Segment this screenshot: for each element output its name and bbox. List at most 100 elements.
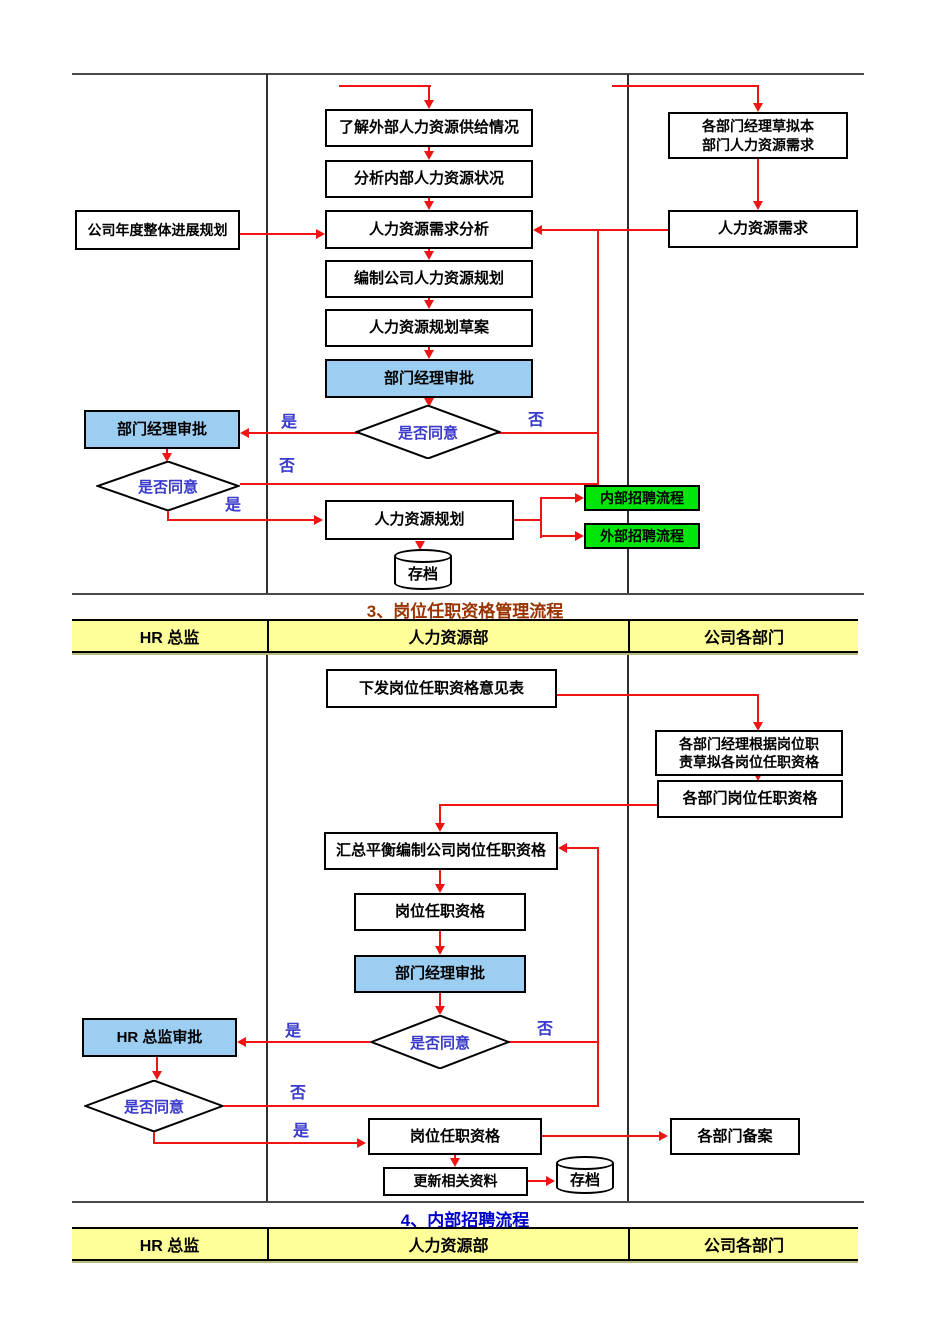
branch-label-no: 否 (279, 458, 296, 475)
arrowhead (314, 515, 323, 525)
connector (428, 198, 430, 202)
connector (153, 1132, 155, 1144)
node-update-docs: 更新相关资料 (383, 1167, 528, 1196)
connector (757, 85, 759, 104)
decision-agree-3: 是否同意 (370, 1015, 510, 1069)
node-draft-dept-demand: 各部门经理草拟本 部门人力资源需求 (668, 112, 848, 159)
arrowhead (152, 1071, 162, 1080)
arrowhead (435, 1006, 445, 1015)
arrowhead (575, 493, 584, 503)
connector (156, 1057, 158, 1072)
swimlane-divider (266, 74, 268, 594)
swimlane-header-row: HR 总监 人力资源部 公司各部门 (72, 1227, 858, 1261)
arrowhead (450, 1158, 460, 1167)
branch-label-yes: 是 (225, 497, 242, 514)
arrowhead (558, 843, 567, 853)
section2-bottom-border (72, 1201, 864, 1203)
swimlane-divider (627, 650, 629, 1203)
connector (540, 535, 577, 537)
arrowhead (546, 1176, 555, 1186)
arrowhead (753, 772, 763, 781)
node-dept-record: 各部门备案 (670, 1118, 800, 1155)
archive-cylinder: 存档 (394, 549, 452, 590)
connector (167, 510, 169, 521)
swimlane-header-all-depts: 公司各部门 (628, 1229, 858, 1259)
node-analyze-internal: 分析内部人力资源状况 (325, 160, 533, 198)
arrowhead (162, 453, 172, 462)
node-left-manager-approve: 部门经理审批 (84, 410, 240, 449)
connector (514, 519, 542, 521)
connector (597, 847, 599, 1107)
node-qualification-final: 岗位任职资格 (368, 1118, 542, 1155)
connector (153, 1142, 360, 1144)
branch-label-yes: 是 (285, 1023, 302, 1040)
branch-label-no: 否 (528, 412, 545, 429)
connector (248, 432, 358, 434)
connector (240, 233, 319, 235)
archive-label: 存档 (407, 566, 438, 583)
connector (439, 804, 441, 824)
connector (508, 1041, 599, 1043)
arrowhead (424, 251, 434, 260)
arrowhead (753, 201, 763, 210)
node-external-recruit-process: 外部招聘流程 (584, 523, 700, 549)
swimlane-header-hr-director: HR 总监 (139, 630, 200, 647)
connector (757, 159, 759, 202)
connector (428, 85, 430, 101)
section3-title: 3、岗位任职资格管理流程 (366, 602, 564, 621)
branch-label-no: 否 (290, 1085, 307, 1102)
node-dept-draft-quals: 各部门经理根据岗位职 责草拟各岗位任职资格 (655, 730, 843, 776)
node-internal-recruit-process: 内部招聘流程 (584, 485, 700, 511)
arrowhead (357, 1138, 366, 1148)
archive-cylinder: 存档 (556, 1156, 614, 1194)
node-annual-plan: 公司年度整体进展规划 (75, 210, 240, 250)
branch-label-yes: 是 (293, 1123, 310, 1140)
diamond-shape (96, 461, 240, 511)
decision-label: 是否同意 (397, 424, 458, 442)
arrowhead (424, 300, 434, 309)
branch-label-no: 否 (537, 1021, 554, 1038)
node-qualification: 岗位任职资格 (354, 893, 526, 931)
connector (166, 449, 168, 455)
arrowhead (424, 350, 434, 359)
connector (542, 1135, 662, 1137)
swimlane-header-hr-dept: 人力资源部 (267, 1229, 628, 1259)
node-issue-qualification-form: 下发岗位任职资格意见表 (326, 669, 557, 708)
swimlane-header-hr-dept: 人力资源部 (267, 621, 628, 651)
arrowhead (435, 884, 445, 893)
node-hr-plan: 人力资源规划 (325, 500, 514, 540)
connector (167, 519, 317, 521)
arrowhead (533, 225, 542, 235)
arrowhead (659, 1131, 668, 1141)
node-hr-demand: 人力资源需求 (668, 210, 858, 248)
section1-bottom-border (72, 593, 864, 595)
decision-agree-4: 是否同意 (84, 1080, 224, 1132)
node-demand-analysis: 人力资源需求分析 (325, 210, 533, 249)
node-dept-manager-approve-2: 部门经理审批 (354, 955, 526, 993)
node-hr-director-approve: HR 总监审批 (82, 1018, 237, 1057)
connector (439, 993, 441, 1007)
node-plan-draft: 人力资源规划草案 (325, 309, 533, 347)
connector (541, 229, 668, 231)
arrowhead (753, 103, 763, 112)
arrowhead (435, 823, 445, 832)
diamond-shape (355, 405, 501, 459)
connector (339, 85, 431, 87)
swimlane-divider (627, 74, 629, 594)
arrowhead (316, 229, 325, 239)
cylinder-top (394, 549, 452, 563)
node-know-external-supply: 了解外部人力资源供给情况 (325, 109, 533, 147)
connector (439, 931, 441, 947)
connector (557, 694, 759, 696)
arrowhead (575, 531, 584, 541)
connector (428, 147, 430, 152)
connector (428, 298, 430, 301)
decision-agree-1: 是否同意 (355, 405, 501, 459)
diamond-shape (84, 1080, 224, 1132)
connector (439, 870, 441, 885)
decision-label: 是否同意 (123, 1098, 184, 1116)
decision-label: 是否同意 (137, 478, 198, 496)
section4-title: 4、内部招聘流程 (400, 1211, 530, 1230)
decision-agree-2: 是否同意 (96, 461, 240, 511)
